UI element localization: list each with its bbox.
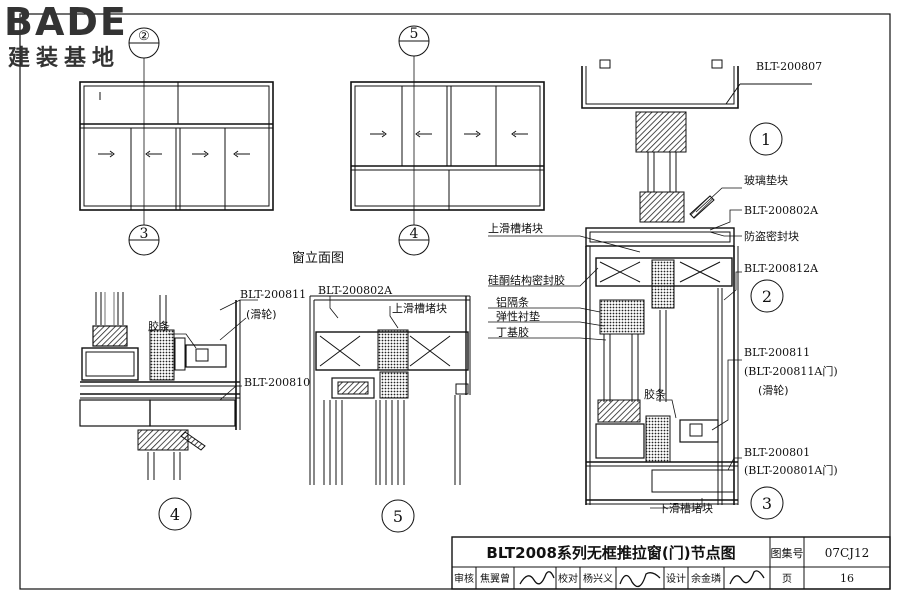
label-blt-200801a-door: (BLT-200801A门) [744,463,838,477]
label-top-slot-block-mid: 上滑槽堵块 [392,301,447,315]
label-glass-pad: 玻璃垫块 [744,173,788,187]
drawing-title: BLT2008系列无框推拉窗(门)节点图 [486,544,735,562]
section-number-3: 3 [762,494,772,513]
logo-subtitle: 建装基地 [8,46,120,71]
label-blt-200801: BLT-200801 [744,446,810,459]
elevation-left [79,27,274,256]
review-label: 审核 [454,572,474,585]
section-number-4: 4 [170,505,180,524]
reviewer-signature [519,571,555,585]
label-blt-200811-right: BLT-200811 [744,346,810,359]
label-roller-left: (滑轮) [246,307,277,321]
section-number-1: 1 [761,130,771,149]
marker-2: ② [138,29,150,44]
check-label: 校对 [558,572,578,585]
design-label: 设计 [666,572,686,585]
leader-lines [168,187,742,509]
label-blt-200811-left: BLT-200811 [240,288,306,301]
label-top-slot-block-right: 上滑槽堵块 [488,221,543,235]
title-block [451,536,891,590]
label-blt-200802a-right: BLT-200802A [744,204,819,217]
atlas-number: 07CJ12 [825,546,870,560]
label-blt-200802a-mid: BLT-200802A [318,284,393,297]
marker-4: 4 [410,226,419,242]
section-number-2: 2 [762,287,772,306]
label-bottom-slot-block: 下滑槽堵块 [658,501,713,515]
label-aluminum-strip: 铝隔条 [496,295,529,309]
marker-5: 5 [410,26,419,42]
label-blt-200807: BLT-200807 [756,60,822,73]
elevation-right [350,25,545,256]
checker-name: 杨兴义 [583,572,613,585]
label-roller-right: (滑轮) [758,383,789,397]
elevation-title: 窗立面图 [292,250,344,266]
detail-5 [309,295,471,533]
page-label: 页 [782,573,792,585]
vertical-section [581,59,812,520]
logo-brand: BADE [4,0,128,44]
detail-4 [79,292,241,531]
label-butyl: 丁基胶 [496,325,529,339]
page-number: 16 [840,572,854,585]
label-blt-200811a-door: (BLT-200811A门) [744,364,838,378]
atlas-label: 图集号 [771,546,804,560]
bade-logo: BADE 建装基地 [4,0,128,71]
label-gasket-right: 胶条 [644,387,666,401]
label-blt-200812a: BLT-200812A [744,262,819,275]
marker-3: 3 [140,226,149,242]
section-number-5: 5 [393,507,403,526]
label-blt-200810: BLT-200810 [244,376,310,389]
designer-name: 余金璘 [691,572,721,585]
label-anti-theft-seal: 防盗密封块 [744,229,799,243]
label-gasket-left: 胶条 [148,319,170,333]
label-silicone-seal: 硅酮结构密封胶 [488,273,565,287]
designer-signature [729,570,765,585]
checker-signature [619,572,661,588]
reviewer-name: 焦翼曾 [480,572,510,585]
label-elastic-pad: 弹性衬垫 [496,309,540,323]
